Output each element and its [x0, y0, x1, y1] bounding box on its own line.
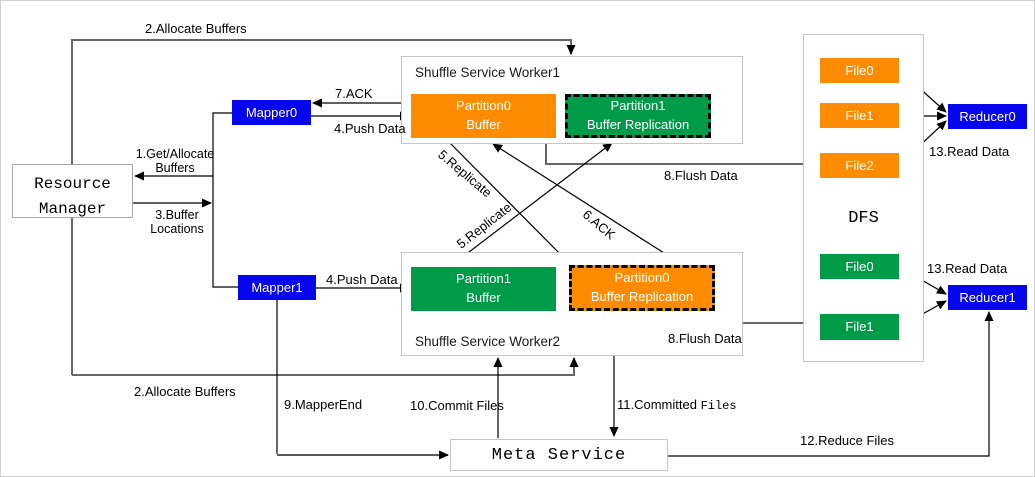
- resource-manager-line1: Resource: [34, 175, 111, 193]
- label-buffer-locations: 3.Buffer Locations: [150, 208, 204, 237]
- label-get-allocate-buffers: 1.Get/Allocate Buffers: [135, 147, 215, 176]
- mapper0-box: Mapper0: [232, 100, 311, 125]
- shuffle-service-worker1-title: Shuffle Service Worker1: [415, 65, 561, 80]
- partition1-replication-line2: Buffer Replication: [586, 117, 690, 132]
- dfs-file1-orange: File1: [820, 103, 899, 128]
- edge-flush-data-worker1: [545, 138, 819, 169]
- label-push-data-mapper1: 4.Push Data: [326, 272, 398, 287]
- reducer1-box: Reducer1: [948, 285, 1027, 310]
- meta-service-box: Meta Service: [450, 439, 668, 471]
- partition0-replication-line2: Buffer Replication: [590, 289, 694, 304]
- partition1-buffer-line2: Buffer: [466, 290, 501, 305]
- shuffle-service-worker2-title: Shuffle Service Worker2: [415, 334, 561, 349]
- label-reduce-files: 12.Reduce Files: [800, 433, 894, 448]
- dfs-file2-orange: File2: [820, 153, 899, 178]
- resource-manager-line2: Manager: [38, 199, 107, 218]
- mapper1-box: Mapper1: [238, 275, 316, 300]
- dfs-file1-green: File1: [820, 314, 899, 340]
- resource-manager-box: Resource Manager: [12, 164, 133, 218]
- partition0-buffer-replication-box: Partition0 Buffer Replication: [569, 265, 715, 311]
- label-committed-files: 11.Committed Files: [617, 397, 737, 413]
- label-push-data-mapper0: 4.Push Data: [334, 121, 406, 136]
- partition1-buffer-replication-box: Partition1 Buffer Replication: [565, 94, 711, 138]
- reducer0-box: Reducer0: [948, 104, 1027, 129]
- partition1-buffer-box: Partition1 Buffer: [411, 267, 556, 311]
- label-allocate-buffers-bottom: 2.Allocate Buffers: [134, 384, 236, 399]
- partition0-buffer-box: Partition0 Buffer: [411, 94, 556, 138]
- dfs-label: DFS: [848, 209, 879, 228]
- label-mapper-end: 9.MapperEnd: [284, 397, 363, 412]
- label-ack7: 7.ACK: [335, 86, 373, 101]
- partition1-replication-line1: Partition1: [610, 98, 666, 114]
- edge-replicate-worker1-to-worker2: [445, 138, 571, 265]
- dfs-box: DFS: [803, 34, 924, 362]
- partition1-buffer-line1: Partition1: [456, 271, 511, 287]
- label-read-data-reducer1: 13.Read Data: [927, 261, 1008, 276]
- partition0-buffer-line2: Buffer: [466, 117, 501, 132]
- edge-reduce-files: [668, 311, 994, 457]
- label-flush-data-worker2: 8.Flush Data: [668, 331, 742, 346]
- label-read-data-reducer0: 13.Read Data: [929, 144, 1010, 159]
- partition0-replication-line1: Partition0: [614, 270, 670, 286]
- edge-allocate-buffers-bottom: [72, 357, 579, 376]
- edge-ack6: [492, 143, 687, 268]
- label-allocate-buffers-top: 2.Allocate Buffers: [145, 21, 247, 36]
- dfs-file0-green: File0: [820, 254, 899, 279]
- label-flush-data-worker1: 8.Flush Data: [664, 168, 738, 183]
- edge-replicate-worker2-to-worker1: [451, 142, 613, 266]
- meta-service-label: Meta Service: [491, 446, 627, 465]
- dfs-file0-orange: File0: [820, 58, 899, 83]
- edge-mapper-bus: [212, 112, 238, 288]
- label-commit-files: 10.Commit Files: [410, 398, 504, 413]
- partition0-buffer-line1: Partition0: [456, 98, 511, 114]
